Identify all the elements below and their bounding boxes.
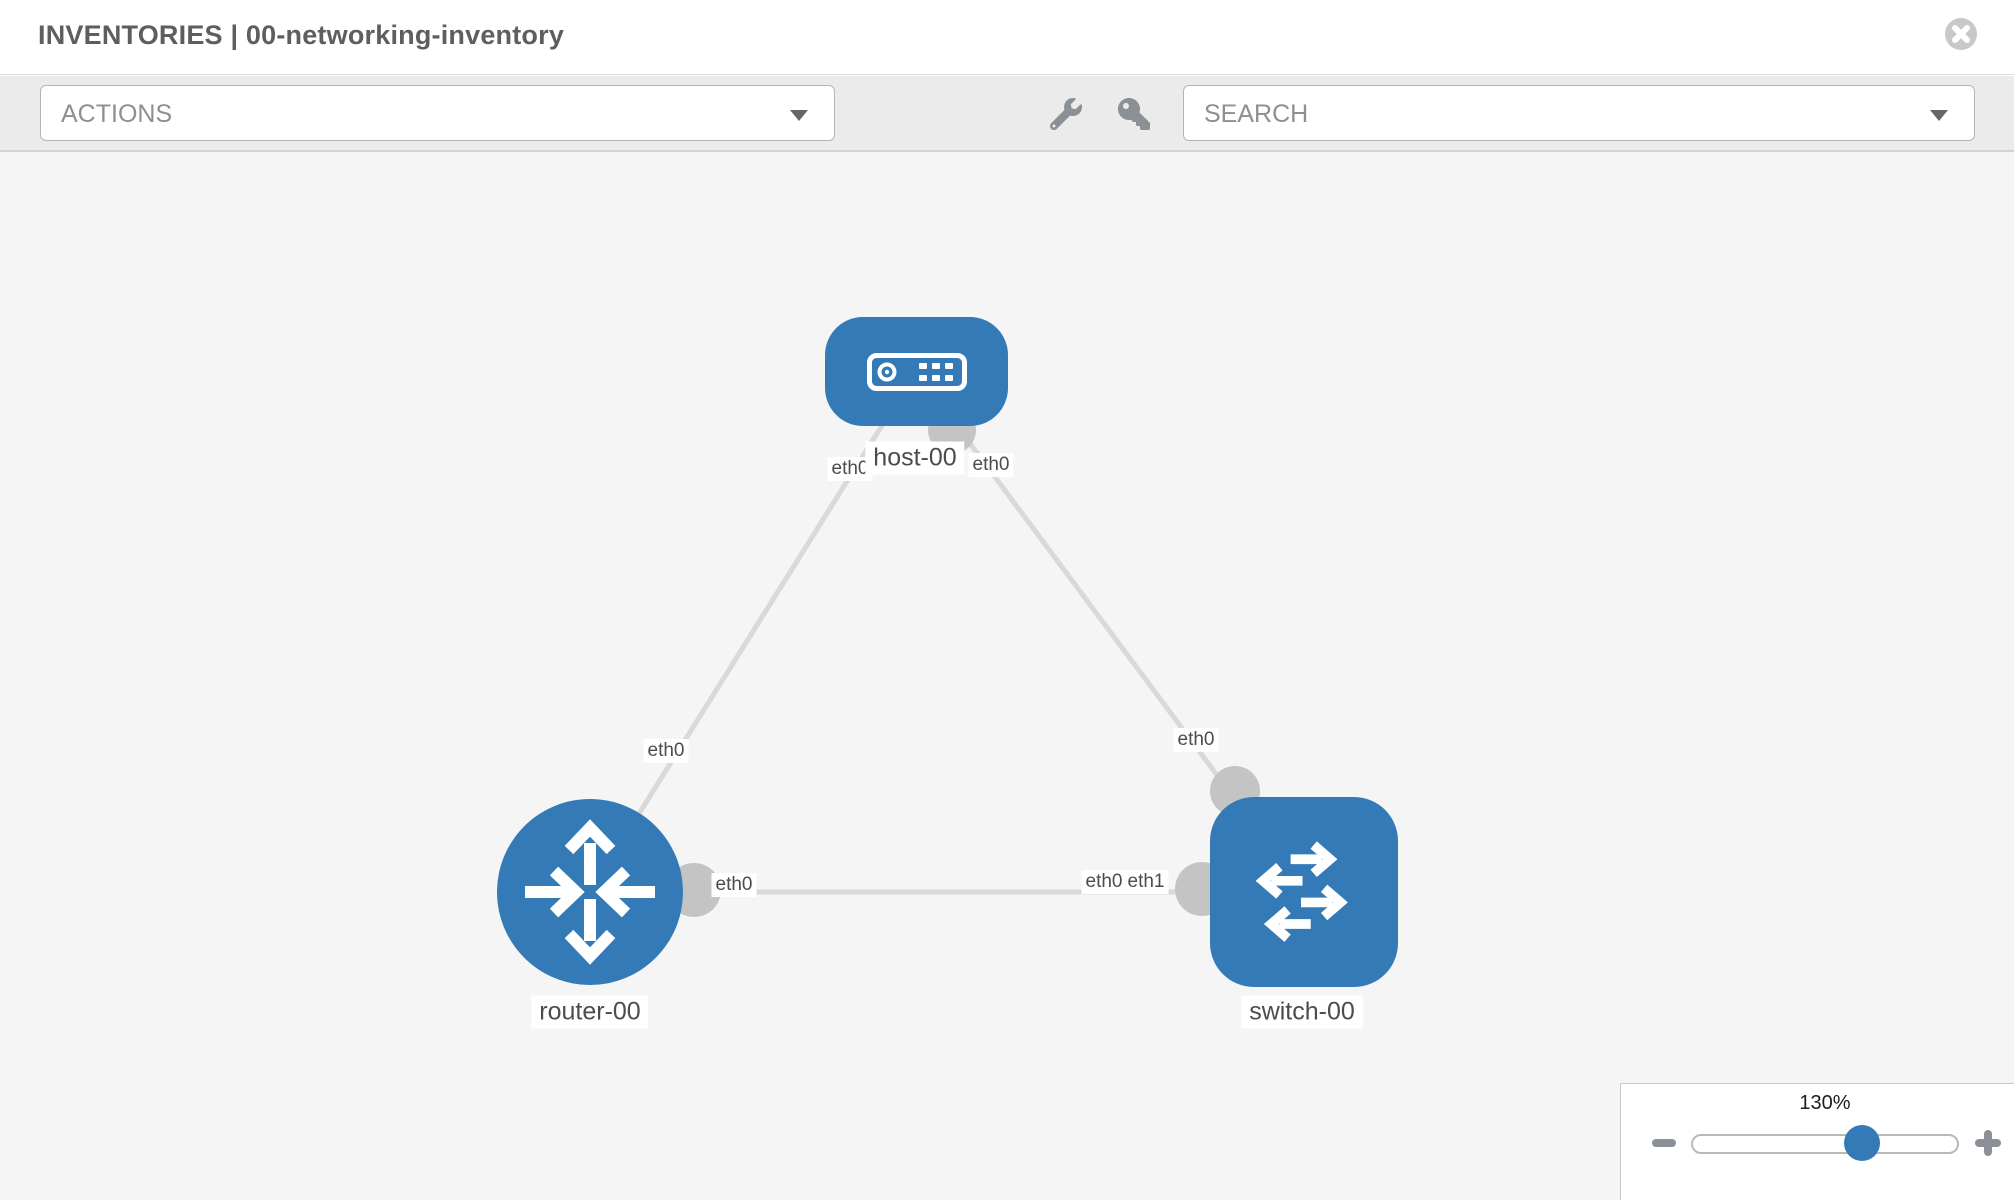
chevron-down-icon: [1930, 110, 1948, 121]
key-icon: [1118, 98, 1150, 130]
node-label-host: host-00: [865, 441, 965, 475]
topology-canvas[interactable]: host-00 router-00 switch-00 eth0 eth0 et…: [0, 152, 2014, 1200]
interface-label: eth1: [1123, 870, 1169, 894]
actions-dropdown[interactable]: ACTIONS: [40, 85, 835, 141]
zoom-out-button[interactable]: [1649, 1128, 1679, 1158]
key-button[interactable]: [1117, 98, 1151, 132]
node-label-switch: switch-00: [1241, 995, 1363, 1029]
search-dropdown-label: SEARCH: [1204, 100, 1309, 128]
interface-label: eth0: [1081, 870, 1127, 894]
header-bar: INVENTORIES | 00-networking-inventory: [0, 0, 2014, 75]
page-title: INVENTORIES | 00-networking-inventory: [38, 20, 565, 50]
node-router-00[interactable]: [497, 799, 683, 985]
zoom-slider-thumb[interactable]: [1843, 1125, 1880, 1161]
wrench-button[interactable]: [1049, 98, 1083, 132]
minus-icon: [1652, 1139, 1676, 1147]
zoom-in-button[interactable]: [1973, 1128, 2003, 1158]
chevron-down-icon: [790, 110, 808, 121]
zoom-panel: 130%: [1620, 1083, 2014, 1200]
links-layer: [587, 369, 1307, 917]
zoom-percent-label: 130%: [1799, 1092, 1851, 1114]
node-switch-00[interactable]: [1210, 797, 1398, 987]
node-label-router: router-00: [531, 995, 649, 1029]
wrench-icon: [1049, 98, 1082, 131]
actions-dropdown-label: ACTIONS: [61, 100, 173, 128]
node-host-00[interactable]: [825, 317, 1008, 426]
interface-label: eth0: [643, 739, 689, 763]
interface-label: eth0: [1173, 728, 1219, 752]
host-icon: [866, 352, 967, 391]
router-icon: [525, 819, 655, 965]
zoom-slider-track[interactable]: [1691, 1125, 1959, 1161]
switch-icon: [1255, 841, 1348, 942]
toolbar: ACTIONS SEARCH: [0, 76, 2014, 152]
close-button[interactable]: [1944, 17, 1978, 51]
search-dropdown[interactable]: SEARCH: [1183, 85, 1975, 141]
interface-label: eth0: [968, 453, 1014, 477]
close-icon: [1945, 18, 1977, 50]
interface-label: eth0: [711, 873, 757, 897]
interface-label: eth0: [827, 457, 873, 481]
